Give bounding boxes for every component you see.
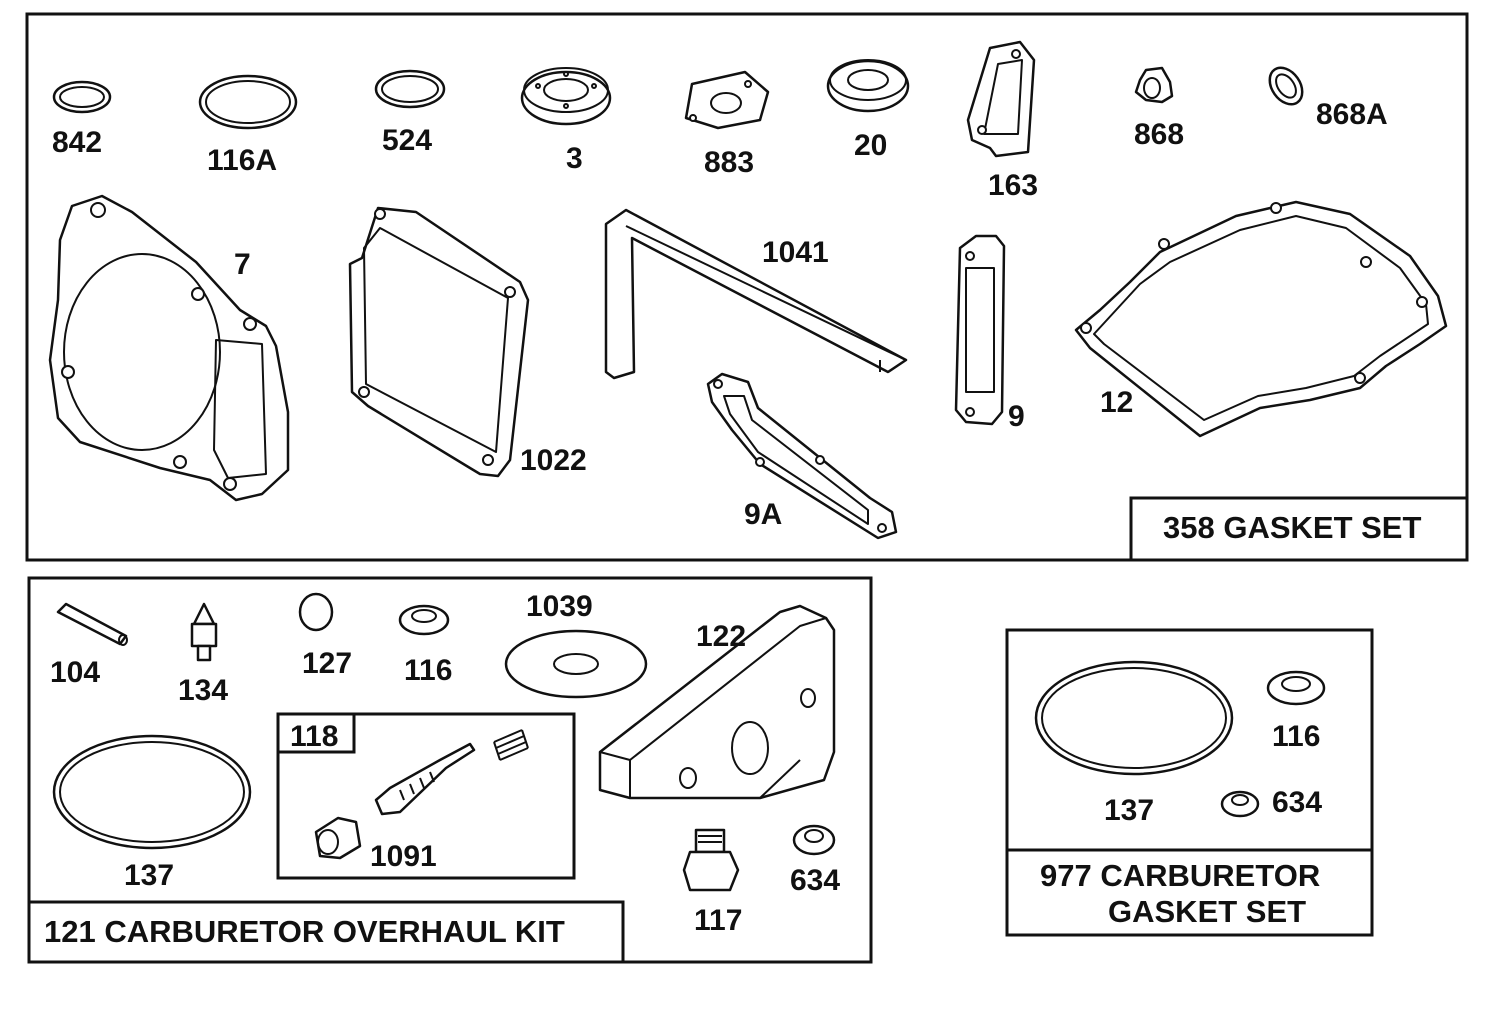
part-12-crankcase-gasket — [1074, 200, 1448, 438]
part-134-needle — [190, 602, 218, 662]
label-117: 117 — [694, 904, 742, 937]
part-634-washer — [792, 824, 836, 856]
label-3: 3 — [566, 142, 583, 175]
label-116-carb: 116 — [1272, 720, 1320, 753]
label-7: 7 — [234, 248, 251, 281]
part-163 — [966, 40, 1036, 158]
gasket-set-title: 358 GASKET SET — [1163, 510, 1421, 545]
label-137-carb: 137 — [1104, 794, 1154, 827]
part-20-seal — [826, 59, 910, 113]
part-883 — [684, 70, 770, 130]
part-9a — [706, 372, 898, 540]
part-524 — [374, 69, 446, 109]
part-1091-screw — [374, 742, 476, 816]
part-1041-strip — [604, 208, 908, 380]
sub-kit-label-box — [276, 712, 356, 754]
label-12: 12 — [1100, 386, 1133, 419]
part-116a — [198, 74, 298, 130]
label-9: 9 — [1008, 400, 1025, 433]
label-1091: 1091 — [370, 840, 437, 873]
carb-gasket-set-title-line2: GASKET SET — [1108, 894, 1306, 929]
gasket-set-frame — [25, 12, 1469, 562]
part-3-seal — [520, 67, 612, 126]
label-1039: 1039 — [526, 590, 593, 623]
label-127: 127 — [302, 647, 352, 680]
part-104-pin — [56, 602, 128, 646]
overhaul-kit-title-box — [27, 900, 625, 964]
label-1041: 1041 — [762, 236, 829, 269]
label-868: 868 — [1134, 118, 1184, 151]
part-842 — [52, 80, 112, 114]
label-842: 842 — [52, 126, 102, 159]
part-868a — [1268, 66, 1304, 106]
label-634: 634 — [790, 864, 840, 897]
part-868 — [1134, 66, 1174, 104]
overhaul-kit-title: 121 CARBURETOR OVERHAUL KIT — [44, 914, 565, 949]
part-137-oring — [52, 734, 252, 850]
label-163: 163 — [988, 169, 1038, 202]
label-634-carb: 634 — [1272, 786, 1322, 819]
label-1022: 1022 — [520, 444, 587, 477]
label-116a: 116A — [207, 144, 277, 177]
label-524: 524 — [382, 124, 432, 157]
label-104: 104 — [50, 656, 100, 689]
gasket-set-panel: 358 GASKET SET 842 116A 524 3 — [25, 12, 1469, 562]
carb-gasket-set-frame — [1005, 628, 1374, 937]
part-9 — [954, 234, 1006, 426]
label-868a: 868A — [1316, 98, 1388, 131]
part-137-oring-carb — [1034, 660, 1234, 776]
gasket-set-title-box — [1129, 496, 1469, 562]
label-9a: 9A — [744, 498, 782, 531]
overhaul-kit-panel: 121 CARBURETOR OVERHAUL KIT 104 134 127 … — [27, 576, 873, 964]
label-134: 134 — [178, 674, 228, 707]
part-idle-jet — [314, 816, 362, 860]
label-883: 883 — [704, 146, 754, 179]
label-20: 20 — [854, 129, 887, 162]
part-7-head-gasket — [48, 194, 290, 502]
part-122-spacer — [598, 604, 836, 800]
carb-gasket-set-panel: 977 CARBURETOR GASKET SET 137 116 634 — [1005, 628, 1374, 937]
part-117-nozzle — [682, 828, 740, 892]
part-634-washer-carb — [1220, 790, 1260, 818]
part-1039-diaphragm — [504, 629, 648, 699]
part-116-washer-carb — [1266, 670, 1326, 706]
sub-kit-118: 118 1091 — [276, 712, 576, 880]
part-spring — [493, 729, 529, 761]
label-116: 116 — [404, 654, 452, 687]
part-116-washer — [398, 604, 450, 636]
carb-gasket-set-title-line1: 977 CARBURETOR — [1040, 858, 1320, 893]
part-1022 — [348, 206, 530, 478]
part-127-plug — [298, 592, 334, 632]
sub-kit-label: 118 — [290, 720, 338, 753]
sub-kit-frame — [276, 712, 576, 880]
label-137: 137 — [124, 859, 174, 892]
label-122: 122 — [696, 620, 746, 653]
